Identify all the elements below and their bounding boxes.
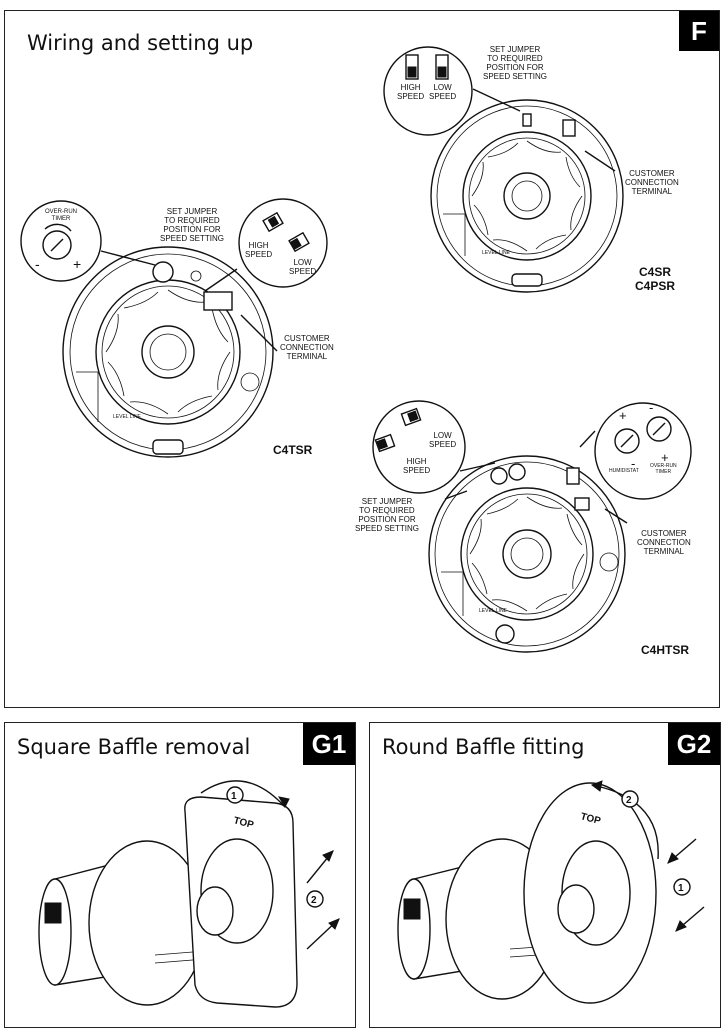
step-2-label: 2 (311, 895, 317, 906)
level-line-label: LEVEL LINE (482, 250, 511, 256)
panel-tag: G2 (668, 723, 720, 765)
timer-plus: + (73, 256, 82, 272)
panel-round-baffle: Round Baffle fitting G2 TOP 2 1 (369, 722, 721, 1028)
step-1-label: 1 (678, 883, 684, 894)
panel-tag: G1 (303, 723, 355, 765)
fan-diagram-c4sr: LEVEL LINE (383, 46, 624, 293)
panel-wiring: Wiring and setting up F LEVEL LINE (4, 10, 720, 708)
model-c4htsr: C4HTSR (641, 643, 690, 657)
model-c4tsr: C4TSR (273, 443, 313, 457)
panel-tag: F (679, 11, 719, 51)
fan-diagram-c4htsr: LEVEL LINE (372, 400, 692, 653)
panel-title: Wiring and setting up (27, 31, 254, 55)
callout-timer-c4tsr (20, 198, 328, 352)
fan-diagram-c4tsr: LEVEL LINE (62, 246, 274, 458)
step-1-label: 1 (231, 791, 237, 802)
baffle-top-mark: TOP (232, 815, 255, 831)
square-baffle-diagram: TOP 1 2 (38, 780, 340, 1008)
step-2-label: 2 (626, 795, 632, 806)
timer-minus: - (649, 400, 654, 415)
humidistat-label: HUMIDISTAT (609, 468, 639, 474)
round-baffle-diagram: TOP 2 1 (397, 780, 705, 1004)
baffle-top-mark: TOP (579, 811, 602, 827)
panel-title: Round Baffle fitting (382, 735, 585, 759)
panel-title: Square Baffle removal (17, 735, 251, 759)
level-line-label: LEVEL LINE (479, 608, 508, 614)
panel-square-baffle: Square Baffle removal G1 TOP 1 2 (4, 722, 356, 1028)
timer-minus: - (35, 256, 40, 272)
level-line-label: LEVEL LINE (113, 414, 142, 420)
humidistat-minus: - (631, 456, 636, 471)
humidistat-plus: + (619, 408, 627, 423)
timer-plus: + (661, 450, 669, 465)
